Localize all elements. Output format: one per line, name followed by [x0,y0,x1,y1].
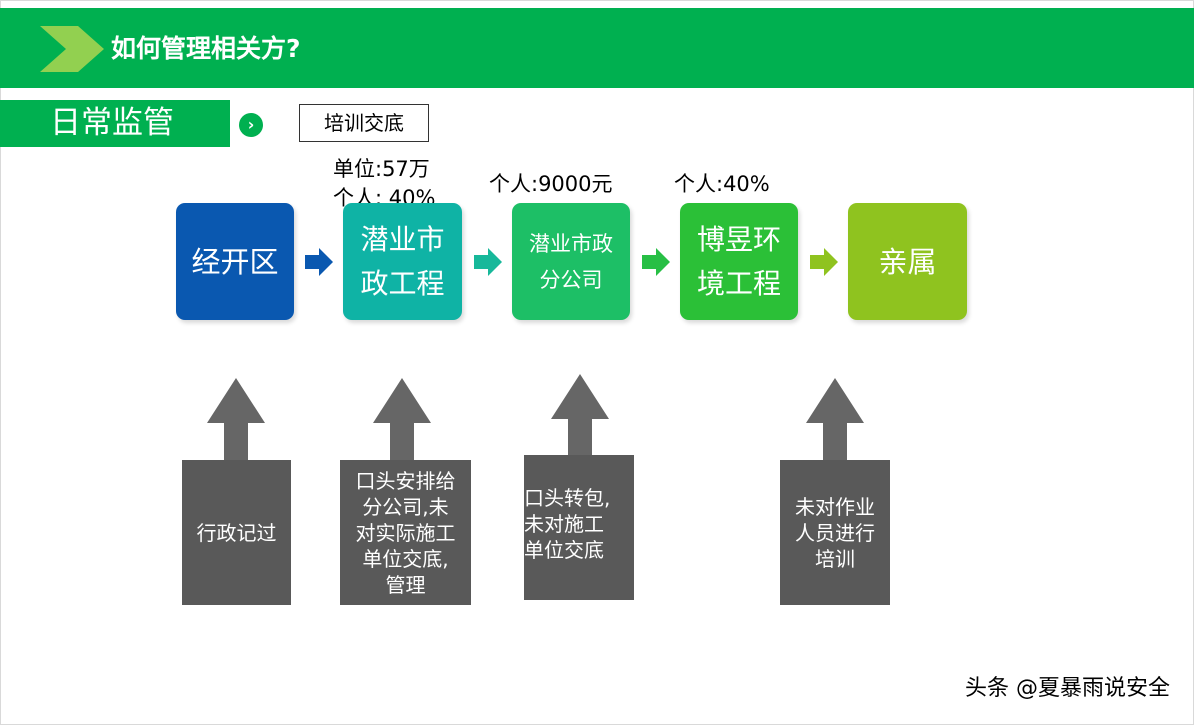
comment-line: 单位交底 [524,538,604,562]
flow-node-label: 分公司 [539,267,603,292]
flow-node-label: 潜业市 [360,222,445,256]
note-boyu-percent: 个人:40% [674,172,770,196]
watermark-text: 头条 @夏暴雨说安全 [965,676,1170,701]
note-person-fine: 个人:9000元 [489,172,613,196]
flow-node-branch-company: 潜业市政 分公司 [512,203,630,320]
comment-line: 分公司,未 [362,494,449,519]
flow-node-qianye-municipal: 潜业市 政工程 [343,203,462,320]
flow-node-label: 境工程 [696,266,781,300]
flow-node-relatives: 亲属 [848,203,967,320]
header-bar [0,8,1194,88]
arrow-up-icon [373,378,431,468]
flow-node-label: 亲属 [878,244,937,279]
flow-node-boyu-env: 博昱环 境工程 [680,203,798,320]
comment-line: 单位交底, [362,546,449,571]
comment-line: 人员进行 [795,520,875,545]
flow-node-label: 潜业市政 [529,231,613,256]
arrow-up-icon [806,378,864,468]
section-tab [0,100,230,147]
comment-line: 口头转包, [524,486,611,510]
note-unit-fine: 单位:57万 [333,157,430,181]
flow-node-label: 政工程 [360,266,445,300]
arrow-right-icon [305,248,333,276]
chevron-right-icon [40,26,104,72]
comment-line: 管理 [385,572,426,597]
comment-line: 培训 [815,546,855,571]
page-title: 如何管理相关方? [111,34,301,63]
comment-line: 未对作业 [795,494,875,519]
comment-box: 口头安排给 分公司,未 对实际施工 单位交底, 管理 [340,460,471,605]
comment-line: 口头安排给 [355,468,456,493]
section-label: 日常监管 [50,105,174,141]
arrow-right-icon [810,248,838,276]
comment-box: 行政记过 [182,460,291,605]
arrow-up-icon [551,374,609,464]
flow-node-label: 经开区 [191,244,279,279]
arrow-right-icon [474,248,502,276]
comment-box: 口头转包, 未对施工 单位交底 [524,455,634,600]
flow-node-label: 博昱环 [696,222,781,256]
flow-node-jingkaiqu: 经开区 [176,203,294,320]
chevron-circle-right-icon: › [239,113,263,137]
comment-line: 行政记过 [196,520,277,545]
arrow-right-icon [642,248,670,276]
arrow-up-icon [207,378,265,468]
training-tag: 培训交底 [299,104,429,142]
comment-box: 未对作业 人员进行 培训 [780,460,890,605]
comment-line: 未对施工 [524,512,604,536]
comment-line: 对实际施工 [355,520,456,545]
